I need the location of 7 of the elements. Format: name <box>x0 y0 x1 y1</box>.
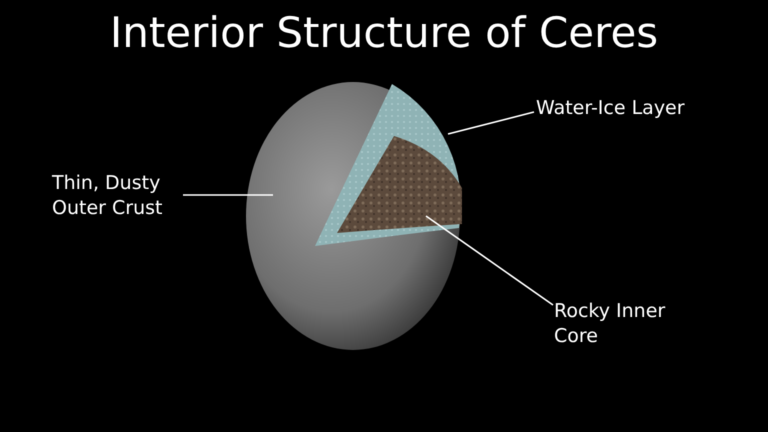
leader-line <box>448 111 534 135</box>
part-label: Rocky Inner Core <box>554 299 694 349</box>
leader-line <box>426 215 554 306</box>
leader-line <box>183 194 273 196</box>
part-label: Water-Ice Layer <box>536 96 726 121</box>
title: Interior Structure of Ceres <box>108 8 660 57</box>
part-label: Thin, Dusty Outer Crust <box>52 171 187 221</box>
